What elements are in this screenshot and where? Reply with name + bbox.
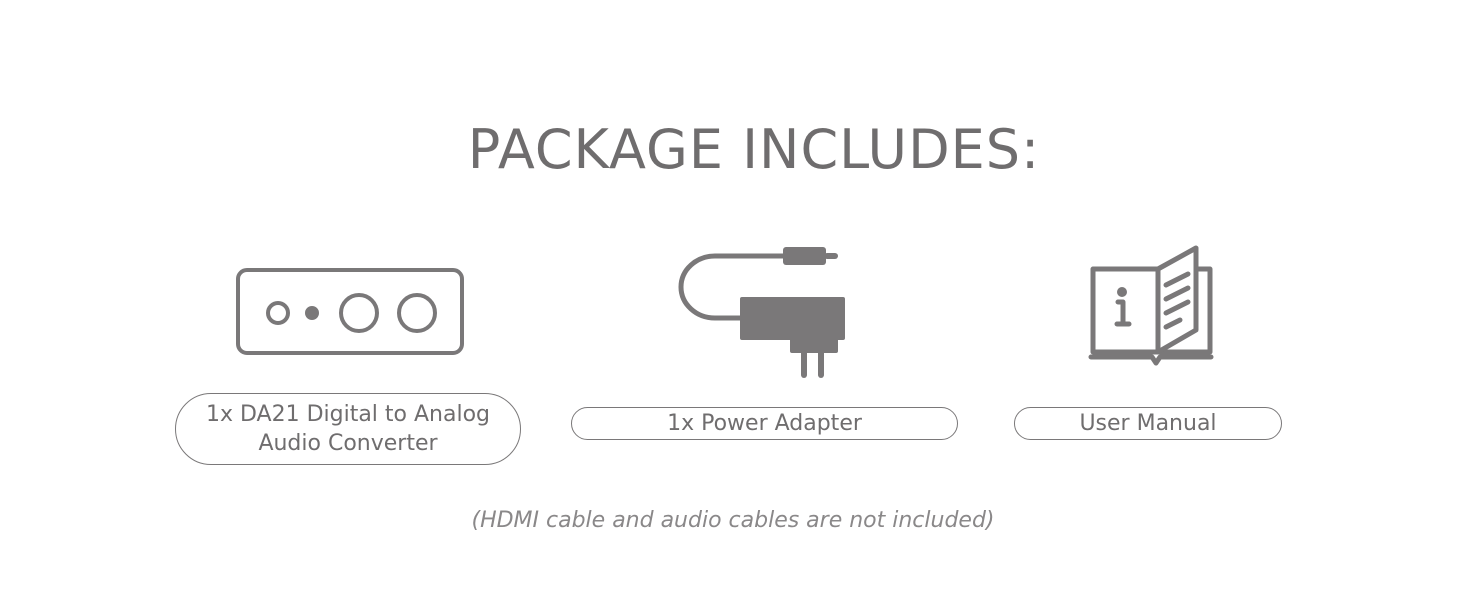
user-manual-icon	[1088, 245, 1214, 366]
item-label-line2: Audio Converter	[258, 431, 438, 456]
item-label-line1: 1x DA21 Digital to Analog	[205, 402, 491, 427]
dac-device-icon	[236, 268, 464, 355]
exclusion-note: (HDMI cable and audio cables are not inc…	[471, 508, 995, 533]
item-label-user-manual: User Manual	[1014, 407, 1282, 440]
page-title: PACKAGE INCLUDES:	[467, 118, 1041, 181]
item-label-power-adapter: 1x Power Adapter	[571, 407, 958, 440]
item-label-dac: 1x DA21 Digital to Analog Audio Converte…	[175, 393, 521, 465]
power-adapter-icon	[678, 247, 845, 378]
